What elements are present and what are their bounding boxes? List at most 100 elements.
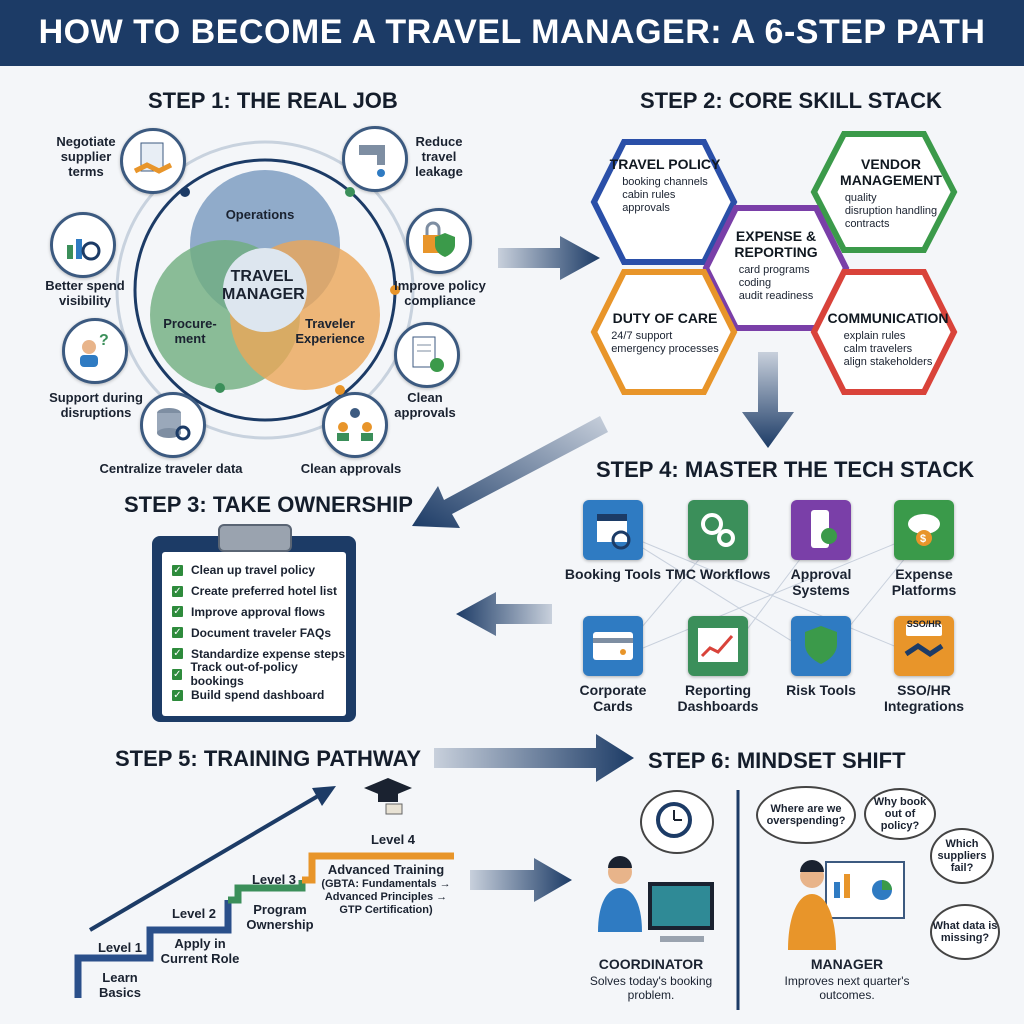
gears-icon (688, 500, 748, 560)
hex-vendor-management: VENDOR MANAGEMENT quality disruption han… (826, 156, 956, 232)
hex-item: quality (844, 192, 877, 204)
checklist-text: Create preferred hotel list (191, 584, 338, 599)
checkbox-icon: ✓ (172, 668, 183, 680)
question-bubble: What data is missing? (930, 904, 1000, 960)
clipboard-clip (218, 524, 292, 552)
hex-items: 24/7 support emergency processes (611, 330, 719, 356)
hex-duty-of-care: DUTY OF CARE 24/7 support emergency proc… (608, 310, 722, 357)
level-2-desc: Apply in Current Role (160, 936, 240, 966)
coordinator-title: COORDINATOR (598, 956, 704, 972)
checklist-text: Track out-of-policy bookings (190, 660, 298, 689)
venn-operations: Operations (225, 207, 295, 222)
level-4-label: Level 4 (370, 832, 416, 847)
hex-item: 24/7 support (611, 330, 673, 342)
hex-title: VENDOR MANAGEMENT (840, 156, 942, 188)
cloud-dollar-icon: $ (894, 500, 954, 560)
question-bubble: Why book out of policy? (864, 788, 936, 840)
label-negotiate: Negotiate supplier terms (56, 134, 116, 179)
tool-label: Expense Platforms (891, 566, 957, 598)
label-support-disruptions: Support during disruptions (49, 390, 143, 420)
tool-label: Approval Systems (790, 566, 852, 598)
hex-items: card programs coding audit readiness (739, 264, 814, 303)
hex-items: booking channels cabin rules approvals (622, 176, 708, 215)
coordinator-figure (590, 852, 720, 952)
checklist-item: ✓ Track out-of-policy bookings (172, 660, 346, 688)
clock-icon (654, 800, 694, 840)
lock-shield-icon (406, 208, 472, 274)
step2-heading: STEP 2: CORE SKILL STACK (640, 88, 942, 113)
arrow-step1-to-step2 (498, 236, 600, 280)
hex-expense-reporting: EXPENSE & REPORTING card programs coding… (722, 228, 830, 304)
database-icon (140, 392, 206, 458)
level-1-desc: Learn Basics (99, 970, 141, 1000)
graduation-cap-icon (362, 776, 414, 815)
level-3-label: Level 3 (251, 872, 297, 887)
hex-title: EXPENSE & REPORTING (734, 228, 818, 260)
step5-heading: STEP 5: TRAINING PATHWAY (115, 746, 422, 771)
label-policy-compliance: Improve policy compliance (394, 278, 486, 308)
question-bubble: Which suppliers fail? (930, 828, 994, 884)
hex-item: align stakeholders (843, 356, 933, 368)
level-3-desc: Program Ownership (246, 902, 314, 932)
checkbox-icon: ✓ (172, 648, 183, 660)
credit-card-icon (583, 616, 643, 676)
page-title: HOW TO BECOME A TRAVEL MANAGER: A 6-STEP… (38, 13, 986, 51)
hex-item: coding (738, 277, 772, 289)
hex-items: explain rules calm travelers align stake… (844, 330, 933, 369)
tool-label: Reporting Dashboards (677, 682, 759, 714)
hex-item: audit readiness (738, 290, 814, 302)
checkbox-icon: ✓ (172, 606, 183, 618)
leaking-faucet-icon (342, 126, 408, 192)
tool-label: Risk Tools (786, 682, 856, 698)
hex-title: COMMUNICATION (827, 310, 949, 326)
hex-title: TRAVEL POLICY (609, 156, 721, 172)
hex-item: approvals (622, 202, 670, 214)
phone-check-icon (791, 500, 851, 560)
label-clean-approvals-2: Clean approvals (300, 461, 402, 476)
checklist-text: Document traveler FAQs (191, 625, 332, 640)
step1-heading: STEP 1: THE REAL JOB (148, 88, 398, 113)
question-bubble: Where are we overspending? (756, 786, 856, 844)
hex-item: disruption handling (844, 205, 938, 217)
arrow-rising (88, 794, 320, 932)
travel-manager-center: TRAVEL MANAGER (222, 268, 305, 303)
advanced-training-detail: (GBTA: Fundamentals → Advanced Principle… (321, 878, 451, 916)
checklist: ✓Clean up travel policy ✓Create preferre… (162, 552, 346, 716)
hex-item: contracts (844, 218, 890, 230)
coordinator-desc: Solves today's booking problem. (589, 974, 713, 1002)
checklist-text: Build spend dashboard (191, 688, 325, 703)
person-question-icon: ? (62, 318, 128, 384)
manager-desc: Improves next quarter's outcomes. (784, 974, 910, 1002)
hex-items: quality disruption handling contracts (845, 192, 937, 231)
checklist-item: ✓Build spend dashboard (172, 685, 346, 706)
arrow-step4-to-step3 (412, 416, 608, 528)
tool-label: Corporate Cards (579, 682, 647, 714)
document-check-icon (394, 322, 460, 388)
tool-label: Booking Tools (564, 566, 662, 582)
step4-heading: STEP 4: MASTER THE TECH STACK (596, 457, 975, 482)
sso-tag: SSO/HR (906, 619, 942, 629)
chart-icon (688, 616, 748, 676)
hex-item: card programs (738, 264, 810, 276)
arrow-training-to-coordinator (470, 858, 572, 902)
svg-text:$: $ (920, 533, 926, 545)
staircase-green (228, 880, 306, 904)
hex-travel-policy: TRAVEL POLICY booking channels cabin rul… (606, 156, 724, 216)
label-reduce-leakage: Reduce travel leakage (415, 134, 463, 179)
tool-label: TMC Workflows (665, 566, 771, 582)
arrow-tools-to-checklist (456, 592, 552, 636)
hex-item: booking channels (622, 176, 708, 188)
level-1-label: Level 1 (97, 940, 143, 955)
hex-title: DUTY OF CARE (612, 310, 718, 326)
checkbox-icon: ✓ (172, 627, 183, 639)
label-centralize-data: Centralize traveler data (99, 461, 243, 476)
staircase-blue (74, 900, 232, 998)
checklist-item: ✓Standardize expense steps (172, 643, 346, 664)
title-banner (0, 0, 1024, 66)
tool-label: SSO/HR Integrations (883, 682, 965, 714)
label-spend-visibility: Better spend visibility (45, 278, 125, 308)
handshake-icon (120, 128, 186, 194)
arrow-step2-to-step4 (742, 352, 794, 448)
venn-traveler-experience: Traveler Experience (295, 316, 365, 346)
